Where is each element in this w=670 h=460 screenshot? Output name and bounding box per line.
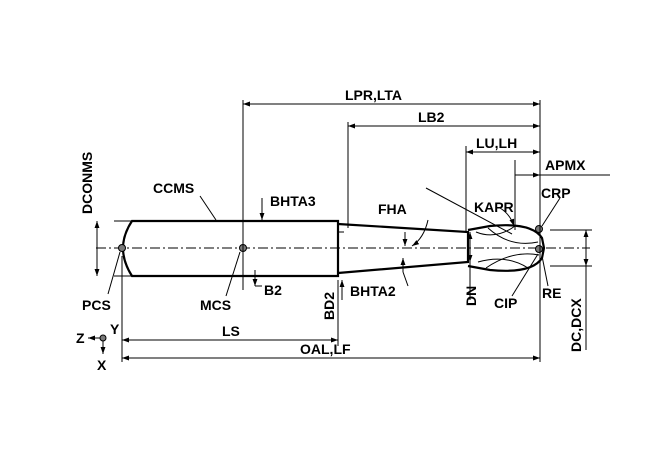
- label-mcs: MCS: [200, 297, 231, 313]
- label-dconms: DCONMS: [79, 152, 95, 214]
- cip-point: [535, 245, 543, 253]
- label-bd2: BD2: [321, 292, 337, 320]
- kapr-arc: [499, 207, 515, 227]
- flute-curve-3: [487, 227, 539, 244]
- label-crp: CRP: [541, 185, 571, 201]
- label-oal-lf: OAL,LF: [300, 341, 351, 357]
- label-b2: B2: [264, 282, 282, 298]
- label-pcs: PCS: [82, 297, 111, 313]
- label-axis-z: Z: [76, 330, 85, 346]
- cip-leader: [511, 253, 539, 297]
- label-lpr-lta: LPR,LTA: [345, 87, 402, 103]
- bhta2-leader: [402, 271, 409, 287]
- axis-origin: [99, 334, 107, 342]
- crp-point: [535, 225, 543, 233]
- label-re: RE: [542, 285, 561, 301]
- pcs-leader: [107, 251, 121, 295]
- ccms-leader: [199, 195, 217, 221]
- label-apmx: APMX: [545, 157, 586, 173]
- flute-curve-4: [485, 253, 540, 269]
- label-ccms: CCMS: [153, 180, 194, 196]
- label-axis-x: X: [97, 357, 107, 373]
- label-kapr: KAPR: [474, 199, 514, 215]
- label-axis-y: Y: [110, 321, 120, 337]
- label-cip: CIP: [494, 295, 517, 311]
- crp-leader: [541, 197, 561, 227]
- pcs-point: [118, 244, 126, 252]
- label-lu-lh: LU,LH: [476, 135, 517, 151]
- mcs-leader: [225, 251, 241, 297]
- fha-arc: [411, 219, 429, 247]
- tool-body: [121, 219, 546, 278]
- label-lb2: LB2: [418, 109, 445, 125]
- label-bhta3: BHTA3: [270, 193, 316, 209]
- label-ls: LS: [222, 323, 240, 339]
- shank-outline: [121, 219, 340, 278]
- label-dc-dcx: DC,DCX: [568, 298, 584, 352]
- kapr-line: [425, 187, 513, 235]
- flute-curve-2: [477, 258, 529, 269]
- label-dn: DN: [463, 286, 479, 306]
- label-bhta2: BHTA2: [350, 283, 396, 299]
- cutting-head-outline: [467, 224, 546, 272]
- label-fha: FHA: [378, 201, 407, 217]
- re-leader: [541, 255, 549, 287]
